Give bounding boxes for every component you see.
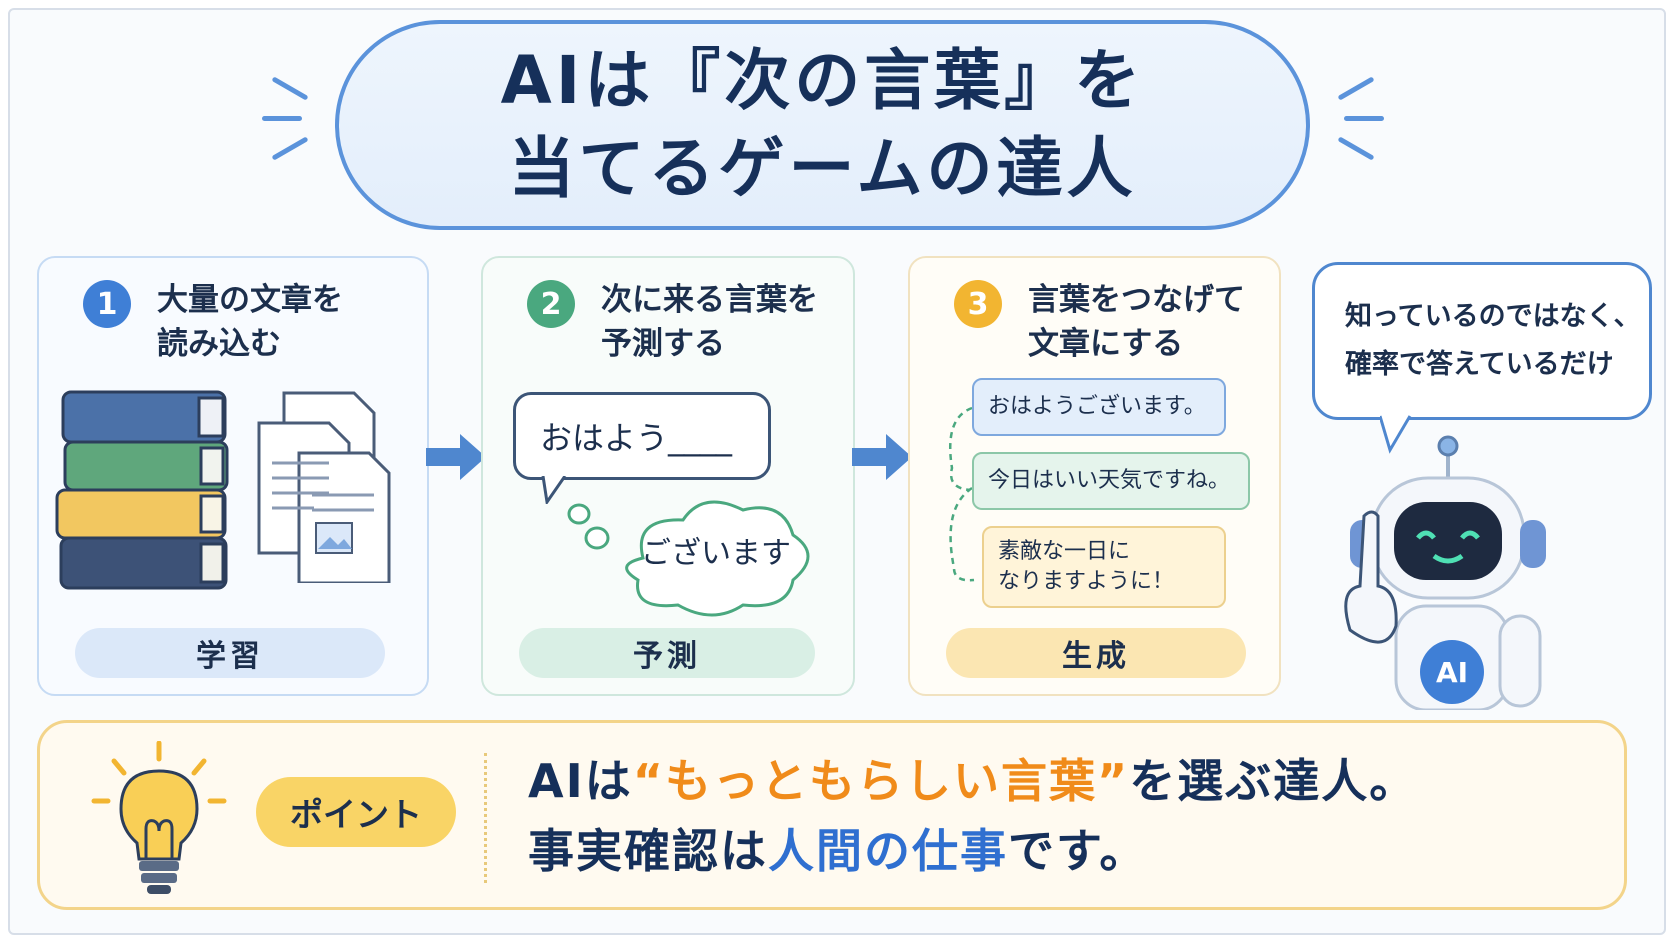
step-text: 次に来る言葉を 予測する bbox=[601, 282, 818, 362]
step-number: 3 bbox=[954, 280, 1002, 328]
arrow-right-icon bbox=[852, 434, 912, 480]
point-text: 事実確認は bbox=[528, 824, 768, 878]
thought-line-2: 確率で答えているだけ bbox=[1345, 349, 1614, 380]
lightbulb-icon bbox=[91, 741, 227, 894]
generated-sentence: 素敵な一日に なりますように！ bbox=[982, 526, 1226, 608]
step-label: 学習 bbox=[75, 628, 385, 678]
ai-badge: AI bbox=[1420, 640, 1484, 704]
documents-icon bbox=[257, 391, 391, 583]
generated-sentence: おはようございます。 bbox=[972, 378, 1226, 436]
point-highlight: 人間の仕事 bbox=[768, 824, 1008, 878]
sparkle-line bbox=[1344, 116, 1384, 121]
generated-sentence: 今日はいい天気ですね。 bbox=[972, 452, 1250, 510]
thought-tail bbox=[1380, 415, 1412, 454]
arrow-right-icon bbox=[426, 434, 486, 480]
step-label: 生成 bbox=[946, 628, 1246, 678]
thought-cloud bbox=[567, 500, 810, 617]
step-card-learning: 1 大量の文章を 読み込む 学習 bbox=[37, 256, 429, 696]
point-text: です。 bbox=[1008, 824, 1148, 878]
divider bbox=[484, 753, 487, 883]
books-icon bbox=[55, 390, 229, 590]
sparkle-line bbox=[262, 116, 302, 121]
prediction-guess: ございます bbox=[641, 536, 791, 571]
title-banner: AIは『次の言葉』を 当てるゲームの達人 bbox=[335, 20, 1310, 230]
step-label: 予測 bbox=[519, 628, 815, 678]
point-label: ポイント bbox=[256, 777, 456, 847]
title-line-2: 当てるゲームの達人 bbox=[508, 130, 1137, 207]
connector-dashes bbox=[948, 406, 975, 582]
step-text: 大量の文章を 読み込む bbox=[157, 282, 343, 362]
point-message-line-2: 事実確認は人間の仕事です。 bbox=[528, 815, 1147, 881]
point-message-line-1: AIは“もっともらしい言葉”を選ぶ達人。 bbox=[528, 745, 1417, 811]
step-card-prediction: 2 次に来る言葉を 予測する おはよう____ ございます 予測 bbox=[481, 256, 855, 696]
prompt-text: おはよう____ bbox=[540, 419, 733, 457]
step-card-generation: 3 言葉をつなげて 文章にする おはようございます。 今日はいい天気ですね。 素… bbox=[908, 256, 1281, 696]
step-text: 言葉をつなげて 文章にする bbox=[1028, 282, 1245, 362]
point-text: を選ぶ達人。 bbox=[1129, 754, 1418, 808]
point-highlight: “もっともらしい言葉” bbox=[632, 754, 1130, 808]
speech-tail bbox=[541, 476, 567, 504]
title-line-1: AIは『次の言葉』を bbox=[500, 42, 1145, 119]
point-text: AIは bbox=[528, 754, 633, 808]
point-banner: ポイント AIは“もっともらしい言葉”を選ぶ達人。 事実確認は人間の仕事です。 bbox=[37, 720, 1627, 910]
step-number: 1 bbox=[83, 280, 131, 328]
thought-line-1: 知っているのではなく、 bbox=[1345, 301, 1641, 332]
prompt-speech-bubble: おはよう____ bbox=[513, 392, 771, 480]
step-number: 2 bbox=[527, 280, 575, 328]
robot-thought-bubble: 知っているのではなく、 確率で答えているだけ bbox=[1312, 262, 1652, 420]
